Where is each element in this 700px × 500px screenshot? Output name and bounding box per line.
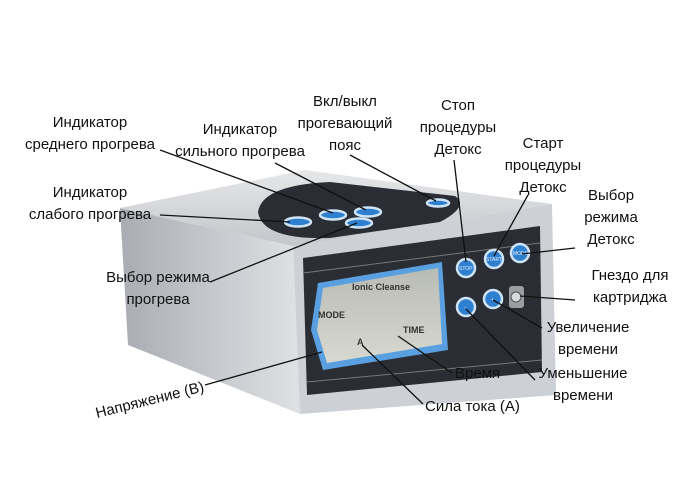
svg-text:STOP: STOP bbox=[459, 266, 473, 272]
belt-toggle-button[interactable] bbox=[425, 198, 451, 208]
svg-text:MODE: MODE bbox=[513, 251, 529, 257]
label-current: Сила тока (А) bbox=[425, 398, 520, 415]
decrease-time-button[interactable]: − bbox=[455, 296, 477, 318]
cartridge-socket[interactable] bbox=[509, 286, 524, 308]
svg-text:+: + bbox=[491, 297, 494, 303]
label-voltage: Напряжение (В) bbox=[94, 378, 206, 421]
lcd-screen bbox=[317, 268, 442, 363]
device-left-face bbox=[120, 208, 300, 414]
device: Ionic Cleanse MODE TIME A STOP START MOD… bbox=[120, 170, 556, 414]
label-time: Время bbox=[455, 365, 500, 382]
svg-text:−: − bbox=[464, 305, 467, 311]
lcd-time: TIME bbox=[403, 325, 425, 335]
panel-stripe bbox=[306, 359, 543, 383]
lcd-title: Ionic Cleanse bbox=[352, 282, 410, 292]
start-button[interactable]: START bbox=[483, 248, 505, 270]
lcd-mode: MODE bbox=[318, 310, 345, 320]
strong-heat-indicator[interactable] bbox=[353, 206, 383, 218]
panel-stripe bbox=[302, 242, 541, 274]
lcd-amp: A bbox=[357, 337, 364, 347]
leader-lines bbox=[159, 149, 576, 405]
medium-heat-indicator[interactable] bbox=[318, 209, 348, 221]
increase-time-button[interactable]: + bbox=[482, 288, 504, 310]
svg-text:START: START bbox=[486, 257, 502, 263]
